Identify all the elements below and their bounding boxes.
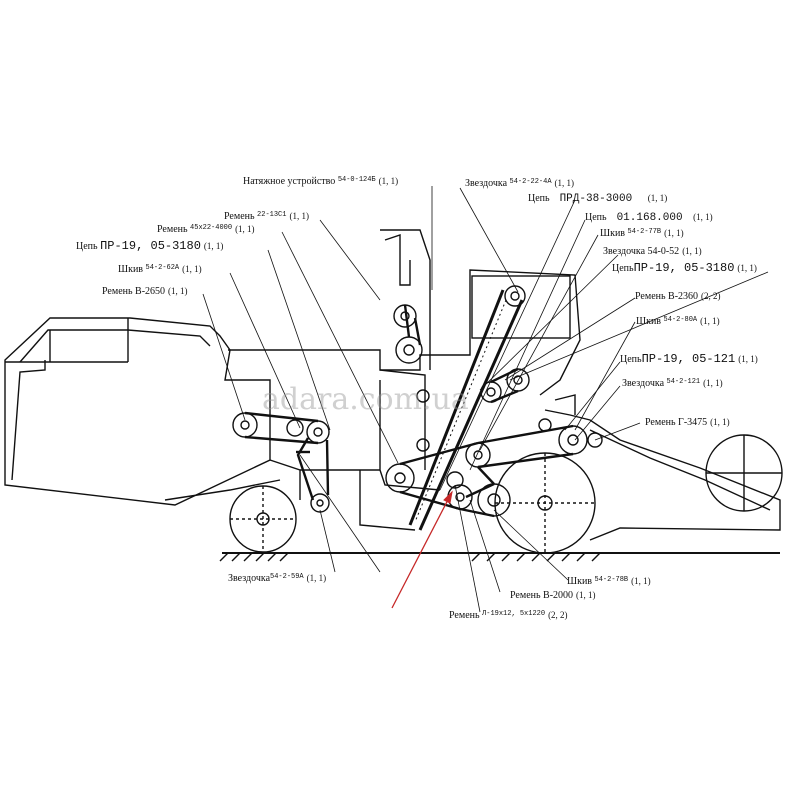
front-wheel — [229, 485, 297, 553]
label-pulley-62: Шкив 54-2-62А(1, 1) — [118, 264, 202, 275]
watermark: adara.com.ua — [262, 382, 469, 417]
label-sprocket-59: Звездочка54-2-59А(1, 1) — [228, 573, 327, 584]
rear-unit — [544, 394, 783, 541]
header-unit — [4, 317, 281, 506]
label-pulley-77: Шкив 54-2-77В(1, 1) — [600, 228, 684, 239]
label-chain-pr-right: ЦепьПР-19, 05-3180(1, 1) — [612, 261, 757, 275]
label-belt-l19: Ремень Л-19х12, 5х1220(2, 2) — [449, 610, 568, 621]
leader-lines — [202, 186, 769, 613]
combine-body — [228, 229, 581, 531]
belts — [244, 304, 574, 518]
label-belt-b2650: Ремень В-2650(1, 1) — [102, 286, 188, 297]
label-belt-b2360: Ремень В-2360(2, 2) — [635, 291, 721, 302]
label-chain-121: ЦепьПР-19, 05-121(1, 1) — [620, 352, 758, 366]
chain-prd — [408, 289, 524, 531]
label-pulley-80: Шкив 54-2-80А(1, 1) — [636, 316, 720, 327]
label-sprocket-052: Звездочка 54-0-52(1, 1) — [603, 246, 702, 257]
red-arrow — [391, 490, 453, 609]
label-chain-prd: Цепь ПРД-38-3000 (1, 1) — [528, 193, 668, 205]
label-chain-01: Цепь 01.168.000 (1, 1) — [585, 212, 713, 224]
label-belt-b2000: Ремень В-2000(1, 1) — [510, 590, 596, 601]
label-pulley-78: Шкив 54-2-78В(1, 1) — [567, 576, 651, 587]
label-belt-22: Ремень 22-13С1(1, 1) — [224, 211, 309, 222]
label-sprocket-121: Звездочка 54-2-121(1, 1) — [622, 378, 723, 389]
label-sprocket-top: Звездочка 54-2-22-4А(1, 1) — [465, 178, 575, 189]
label-tensioner: Натяжное устройство 54-0-124Б(1, 1) — [243, 176, 399, 187]
label-belt-g3475: Ремень Г-3475(1, 1) — [645, 417, 730, 428]
label-belt-45: Ремень 45х22-4000(1, 1) — [157, 224, 255, 235]
ground-line — [219, 552, 780, 562]
label-chain-pr-left: Цепь ПР-19, 05-3180(1, 1) — [76, 239, 224, 253]
rear-wheel — [494, 452, 596, 554]
